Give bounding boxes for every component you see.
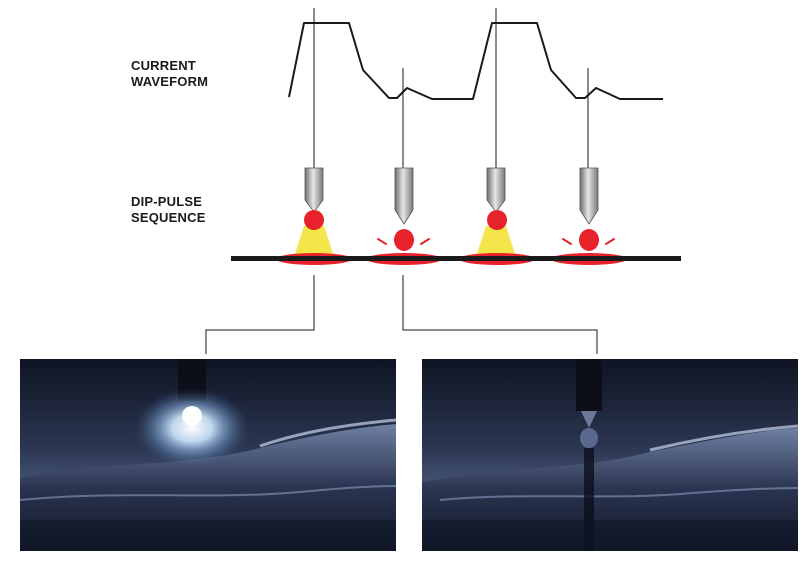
workpiece-plate: [231, 256, 681, 261]
current-waveform-line: [288, 22, 663, 100]
dip-short-circuit-photo: [422, 359, 799, 551]
electrode-tip: [394, 167, 414, 225]
current-waveform-label-line1: CURRENT: [131, 58, 196, 73]
droplet: [394, 229, 414, 251]
electrode-tip: [579, 167, 599, 225]
dip-pulse-sequence-label-line1: DIP-PULSE: [131, 194, 203, 209]
electrode-tip: [304, 167, 324, 213]
arc-glow: [294, 226, 334, 257]
spatter-mark: [562, 238, 572, 245]
current-waveform-label-line2: WAVEFORM: [131, 74, 209, 89]
spatter-marks: [377, 238, 615, 245]
electrode-tip: [486, 167, 506, 213]
droplet: [304, 210, 324, 230]
connector-dip: [402, 275, 598, 354]
droplets: [304, 210, 599, 251]
electrodes: [304, 167, 599, 225]
connector-pulse: [205, 275, 315, 354]
spatter-mark: [420, 238, 430, 245]
droplet: [487, 210, 507, 230]
arc-glow: [476, 226, 516, 257]
spatter-mark: [377, 238, 387, 245]
spatter-mark: [605, 238, 615, 245]
timing-markers: [313, 8, 589, 168]
dip-pulse-sequence-label: DIP-PULSE SEQUENCE: [131, 194, 206, 226]
pulse-arc-photo: [19, 359, 397, 551]
dip-pulse-sequence-label-line2: SEQUENCE: [131, 210, 206, 225]
current-waveform-label: CURRENT WAVEFORM: [131, 58, 208, 90]
droplet: [579, 229, 599, 251]
